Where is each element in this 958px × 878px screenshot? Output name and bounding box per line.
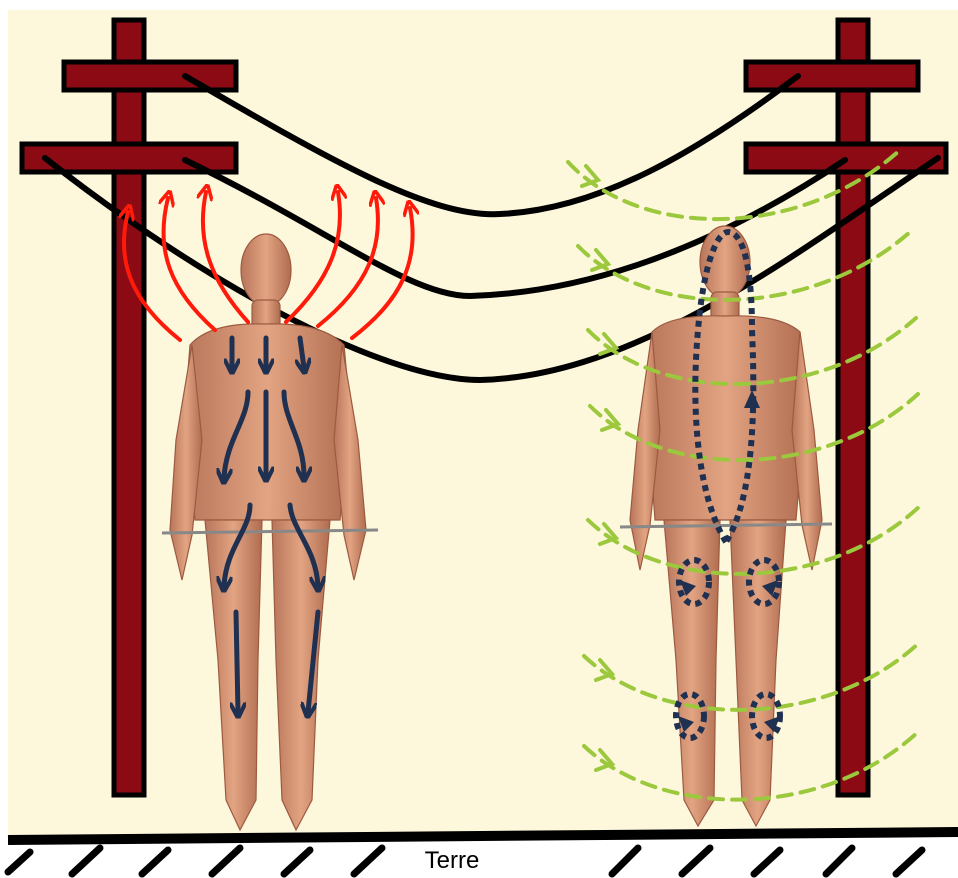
- ground-label: Terre: [392, 846, 512, 876]
- background: [8, 10, 958, 836]
